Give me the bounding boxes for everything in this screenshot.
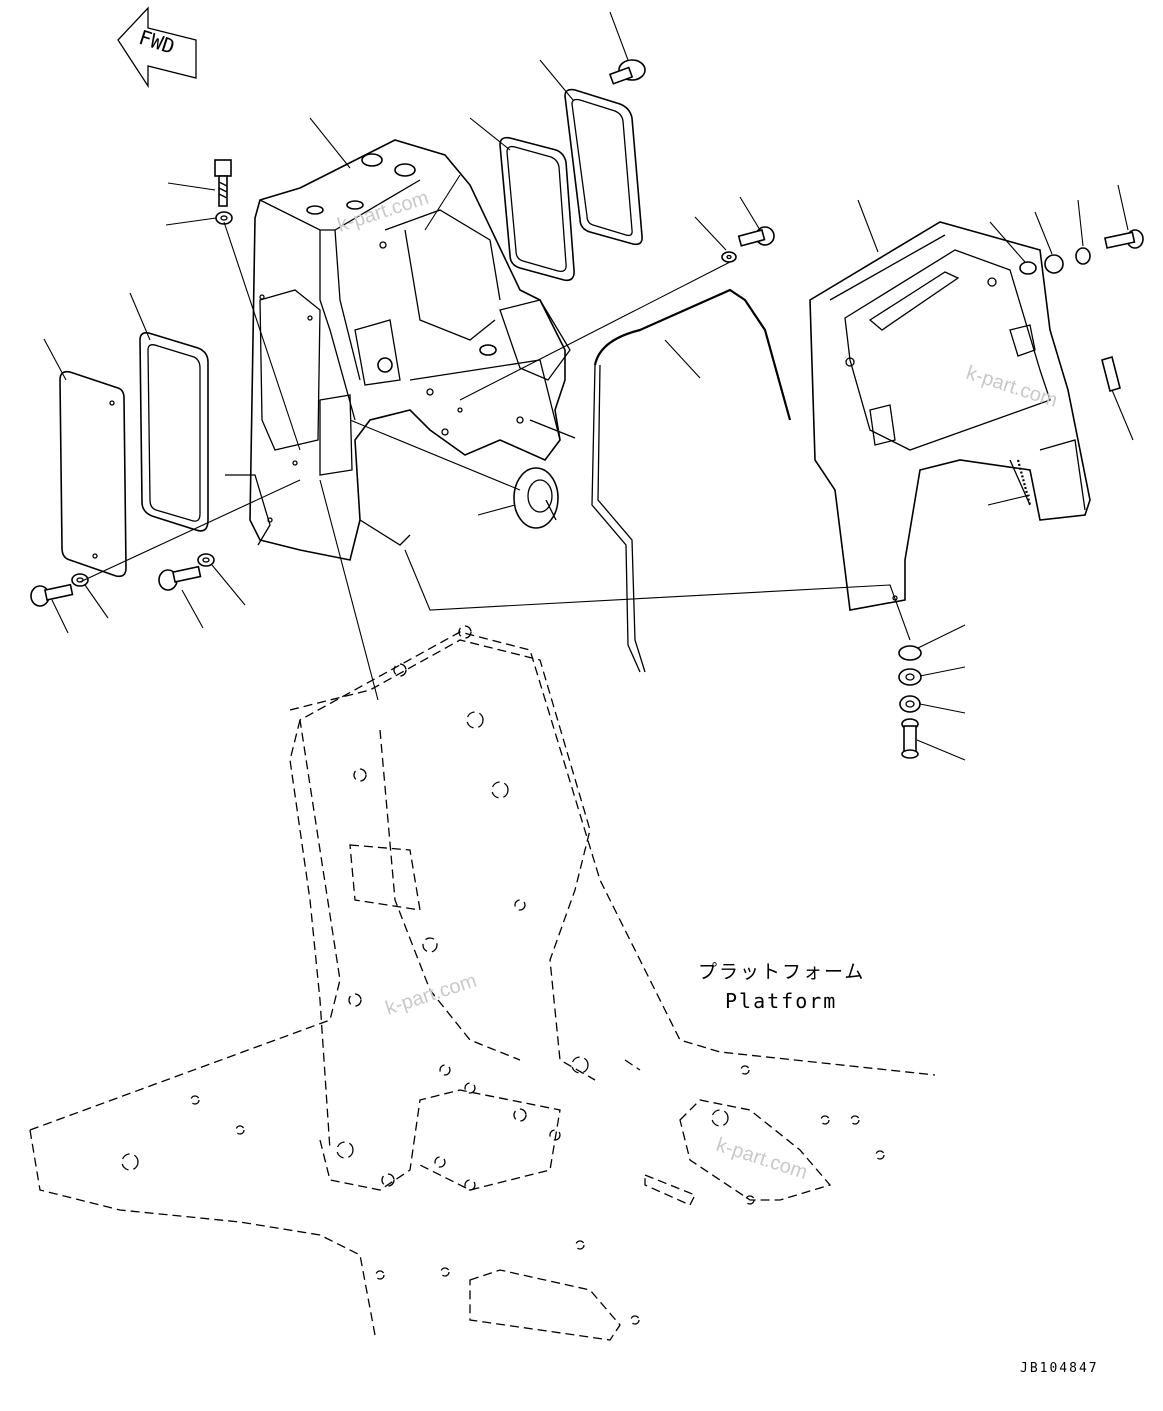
cover-top (564, 88, 643, 246)
grommet (513, 467, 559, 529)
hardware-bottom-right (898, 645, 922, 759)
fwd-arrow-icon: FWD (117, 6, 197, 89)
bolt-mid (721, 226, 775, 263)
edge-trim (591, 288, 792, 673)
bolt-top (608, 59, 646, 85)
gasket-top (499, 136, 575, 282)
bolt-bottom-left (30, 573, 89, 607)
leader-lines (43, 11, 1134, 761)
watermark-3: k-part.com (383, 970, 480, 1020)
watermark-4: k-part.com (713, 1134, 810, 1184)
right-cover (809, 221, 1091, 611)
fwd-label: FWD (136, 25, 178, 59)
console-frame (225, 139, 576, 561)
bolt-bottom-center (158, 553, 215, 591)
platform-outline (29, 625, 936, 1341)
platform-label-jp: プラットフォーム (698, 961, 865, 983)
hardware-right (1019, 229, 1144, 393)
drawing-code: JB104847 (1020, 1361, 1099, 1376)
gasket-left (139, 332, 209, 532)
side-cover-plate (59, 370, 127, 578)
platform-label-en: Platform (725, 989, 837, 1013)
bolt-top-left (214, 159, 232, 207)
